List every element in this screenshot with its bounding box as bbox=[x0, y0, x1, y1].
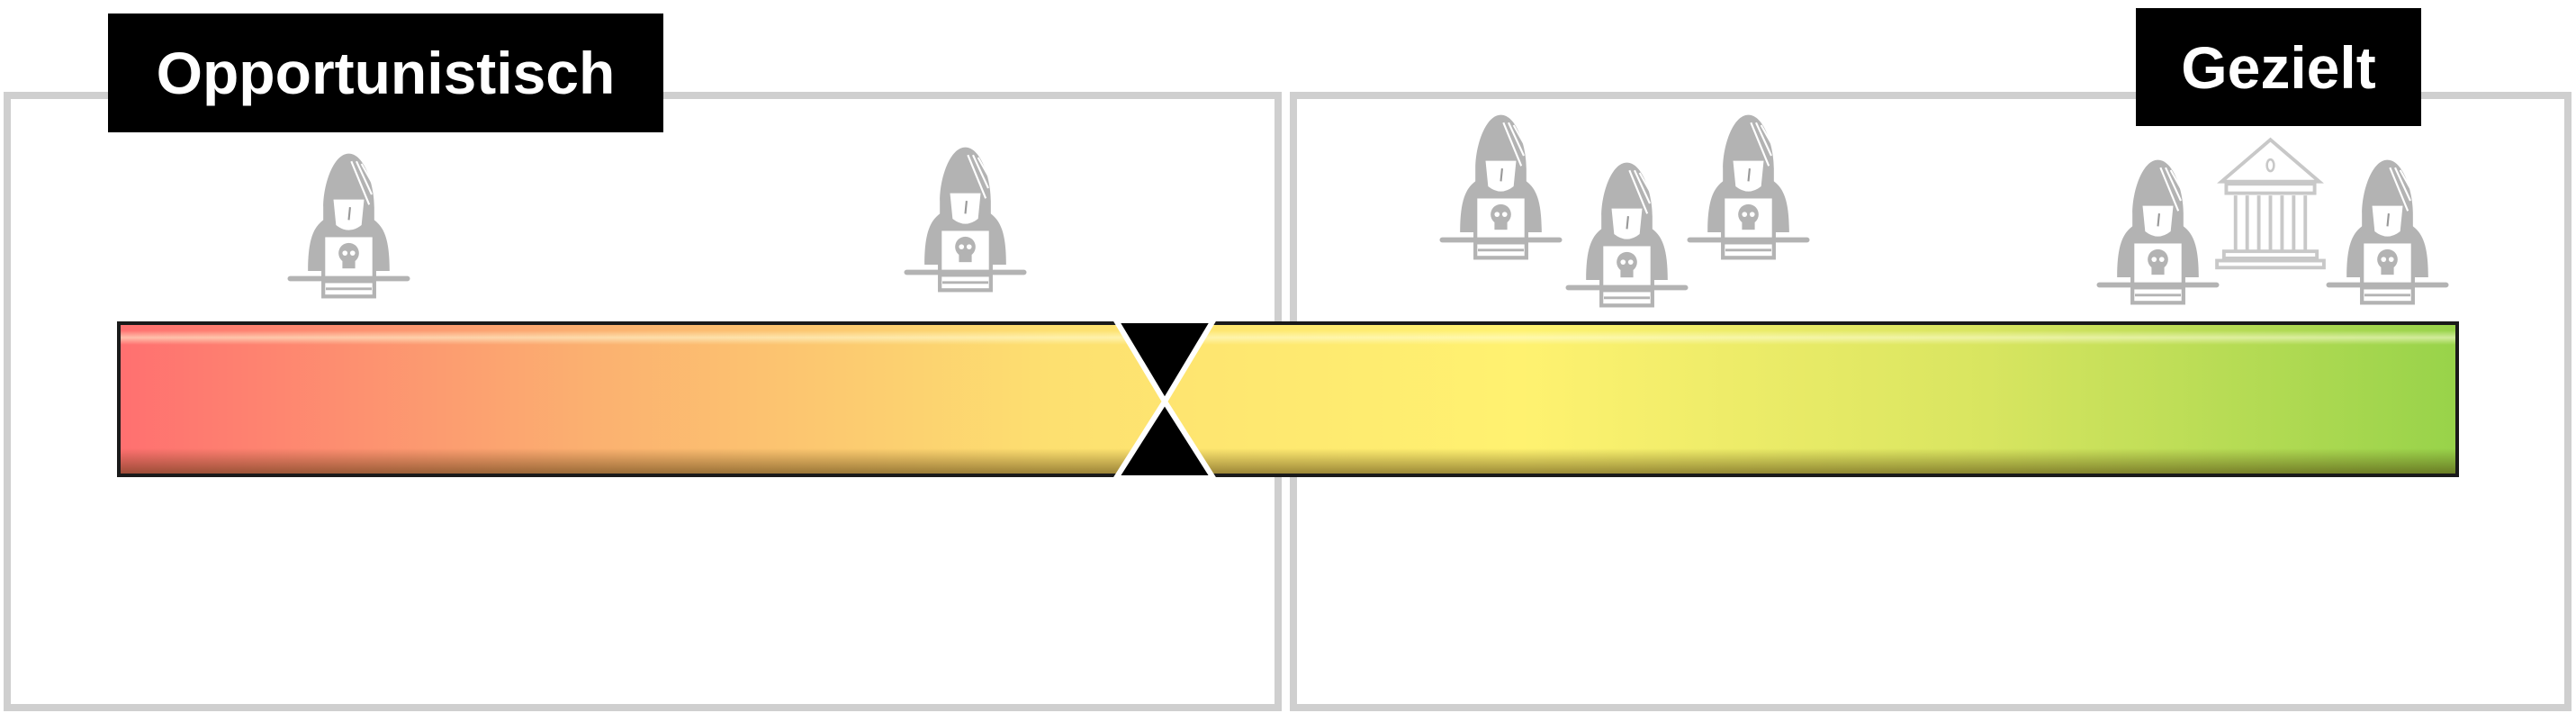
hacker-icon bbox=[1553, 158, 1701, 311]
scale-highlight bbox=[121, 330, 2455, 345]
hacker-icon bbox=[2313, 155, 2462, 308]
hourglass-icon bbox=[1112, 318, 1217, 481]
targeted-label: Gezielt bbox=[2136, 8, 2421, 126]
opportunistic-label: Opportunistisch bbox=[108, 14, 663, 132]
opportunistic-to-targeted-scale bbox=[117, 321, 2459, 477]
hacker-icon bbox=[891, 142, 1040, 295]
hacker-icon bbox=[275, 149, 423, 302]
hacker-icon bbox=[2084, 155, 2232, 308]
scale-shadow bbox=[121, 448, 2455, 474]
